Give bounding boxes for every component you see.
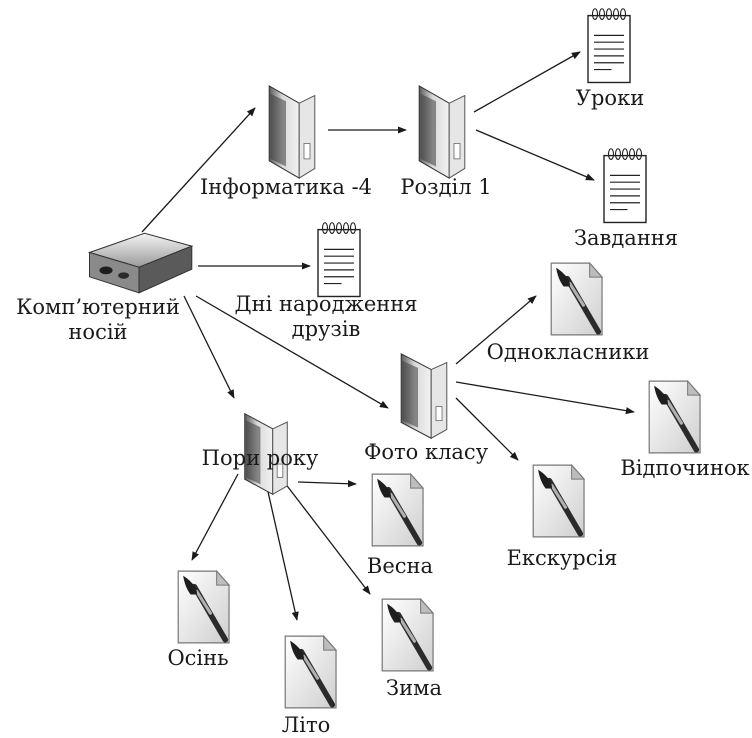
node-label-pory: Пори року bbox=[202, 446, 319, 471]
folder-icon[interactable] bbox=[400, 352, 448, 440]
node-label-foto: Фото класу bbox=[364, 440, 488, 465]
node-label-line: Комп’ютерний bbox=[16, 295, 180, 319]
node-label-line: Осінь bbox=[167, 646, 229, 670]
node-label-line: Екскурсія bbox=[506, 546, 618, 570]
node-label-vidpochynok: Відпочинок bbox=[620, 456, 749, 481]
arrow-pory-to-osin bbox=[191, 473, 239, 561]
node-label-osin: Осінь bbox=[167, 646, 228, 671]
image-icon[interactable] bbox=[550, 261, 604, 336]
arrow-pory-to-vesna bbox=[297, 480, 357, 488]
arrow-pory-to-zyma bbox=[277, 473, 371, 595]
image-icon[interactable] bbox=[371, 472, 425, 547]
node-label-line: Літо bbox=[281, 713, 331, 737]
node-label-line: Однокласники bbox=[486, 340, 650, 364]
arrow-pory-to-lito bbox=[263, 473, 299, 621]
node-label-line: Дні народження bbox=[234, 292, 418, 316]
arrow-foto-to-ekskursiya bbox=[455, 397, 519, 461]
image-icon[interactable] bbox=[381, 597, 435, 672]
image-icon[interactable] bbox=[648, 379, 702, 454]
node-label-line: Зима bbox=[386, 676, 442, 700]
arrow-drive-to-foto bbox=[195, 295, 389, 409]
node-label-line: Відпочинок bbox=[620, 456, 750, 480]
document-icon[interactable] bbox=[603, 148, 647, 224]
arrow-drive-to-informatyka bbox=[141, 107, 256, 233]
node-label-line: Фото класу bbox=[363, 440, 489, 464]
node-label-vesna: Весна bbox=[367, 554, 433, 579]
arrow-drive-to-pory bbox=[183, 295, 235, 399]
image-icon[interactable] bbox=[532, 463, 586, 538]
node-label-line: Уроки bbox=[575, 86, 645, 110]
arrow-rozdil1-to-uroky bbox=[473, 51, 581, 113]
node-label-line: Пори року bbox=[201, 446, 319, 470]
node-label-informatyka: Інформатика -4 bbox=[200, 175, 372, 200]
node-label-line: носій bbox=[68, 320, 128, 344]
node-label-rozdil1: Розділ 1 bbox=[400, 175, 491, 200]
node-label-line: друзів bbox=[291, 317, 361, 341]
document-icon[interactable] bbox=[587, 8, 631, 84]
node-label-zavdannya: Завдання bbox=[574, 226, 678, 251]
image-icon[interactable] bbox=[177, 569, 231, 644]
node-label-line: Розділ 1 bbox=[400, 175, 492, 199]
node-label-line: Інформатика -4 bbox=[199, 175, 373, 199]
image-icon[interactable] bbox=[284, 634, 338, 709]
node-label-line: Весна bbox=[366, 554, 434, 578]
arrow-foto-to-odnoklasnyky bbox=[455, 295, 537, 365]
arrow-foto-to-vidpochynok bbox=[455, 381, 635, 415]
folder-icon[interactable] bbox=[268, 85, 316, 179]
drive-icon[interactable] bbox=[87, 232, 194, 294]
node-label-line: Завдання bbox=[573, 226, 679, 250]
folder-icon[interactable] bbox=[244, 412, 288, 496]
node-label-uroky: Уроки bbox=[576, 86, 644, 111]
folder-icon[interactable] bbox=[418, 85, 466, 179]
node-label-zyma: Зима bbox=[386, 676, 442, 701]
document-icon[interactable] bbox=[317, 222, 361, 298]
node-label-ekskursiya: Екскурсія bbox=[507, 546, 618, 571]
arrow-rozdil1-to-zavdannya bbox=[475, 129, 595, 181]
node-label-odnoklasnyky: Однокласники bbox=[487, 340, 650, 365]
node-label-lito: Літо bbox=[282, 713, 331, 738]
